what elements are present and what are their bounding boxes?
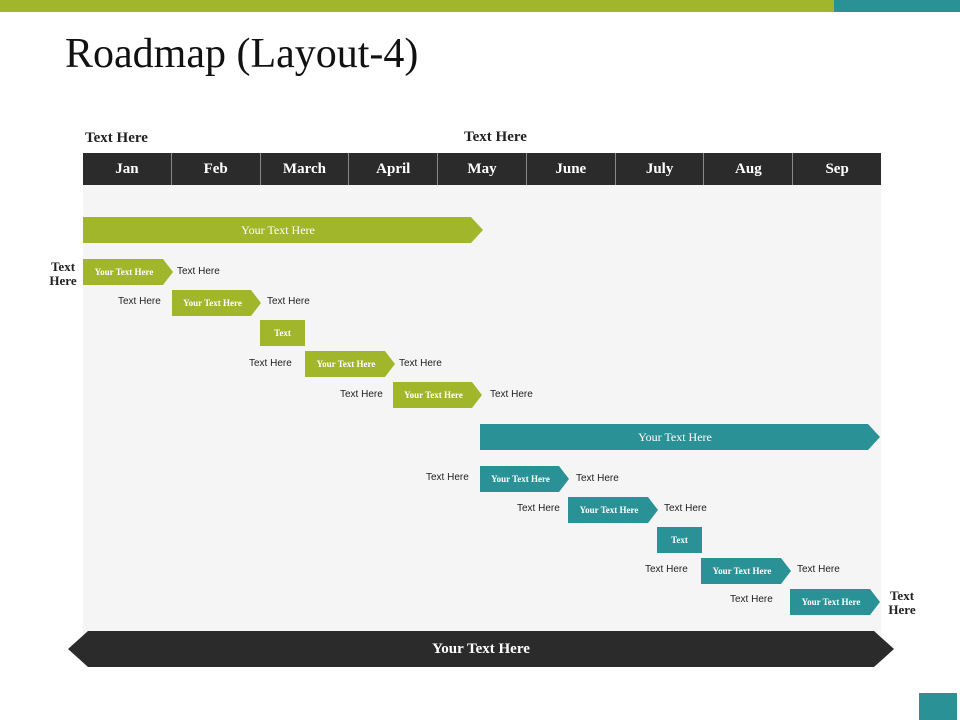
phase1-row1-after: Text Here bbox=[177, 266, 220, 277]
phase2-row3-box: Text bbox=[657, 527, 702, 553]
phase1-row2-after: Text Here bbox=[267, 296, 310, 307]
phase2-row1-after: Text Here bbox=[576, 473, 619, 484]
month-jan: Jan bbox=[115, 160, 139, 177]
top-accent-bar-green bbox=[0, 0, 834, 12]
month-july: July bbox=[614, 153, 704, 185]
phase1-row3-box: Text bbox=[260, 320, 305, 346]
header-label-center: Text Here bbox=[464, 129, 527, 145]
month-header: Jan Feb March April May June July Aug Se… bbox=[83, 153, 881, 185]
phase2-row1-arrow: Your Text Here bbox=[480, 466, 569, 492]
phase2-row2-arrow: Your Text Here bbox=[568, 497, 658, 523]
header-label-left: Text Here bbox=[85, 130, 148, 146]
phase2-row5-arrow: Your Text Here bbox=[790, 589, 880, 615]
month-april: April bbox=[348, 153, 437, 185]
phase2-row4-arrow: Your Text Here bbox=[701, 558, 791, 584]
phase2-row2-before: Text Here bbox=[517, 503, 560, 514]
top-accent-bar-teal bbox=[834, 0, 960, 12]
phase1-row2-arrow: Your Text Here bbox=[172, 290, 261, 316]
month-sep: Sep bbox=[792, 153, 881, 185]
phase2-row4-after: Text Here bbox=[797, 564, 840, 575]
bottom-double-arrow: Your Text Here bbox=[68, 631, 894, 667]
phase1-row5-after: Text Here bbox=[490, 389, 533, 400]
phase2-banner-arrow: Your Text Here bbox=[480, 424, 880, 450]
month-aug: Aug bbox=[703, 153, 792, 185]
phase2-row5-before: Text Here bbox=[730, 594, 773, 605]
month-march: March bbox=[259, 153, 349, 185]
phase1-row2-before: Text Here bbox=[118, 296, 161, 307]
month-may: May bbox=[437, 153, 526, 185]
phase1-side-label: Text Here bbox=[49, 259, 77, 288]
phase2-row4-before: Text Here bbox=[645, 564, 688, 575]
phase2-row2-after: Text Here bbox=[664, 503, 707, 514]
phase1-row4-arrow: Your Text Here bbox=[305, 351, 395, 377]
page-title: Roadmap (Layout-4) bbox=[65, 31, 419, 77]
month-feb: Feb bbox=[170, 153, 260, 185]
phase1-row5-arrow: Your Text Here bbox=[393, 382, 482, 408]
phase2-row1-before: Text Here bbox=[426, 472, 469, 483]
phase1-row4-before: Text Here bbox=[249, 358, 292, 369]
month-june: June bbox=[525, 153, 615, 185]
phase1-row1-arrow: Your Text Here bbox=[83, 259, 173, 285]
phase1-banner-arrow: Your Text Here bbox=[83, 217, 483, 243]
phase1-row4-after: Text Here bbox=[399, 358, 442, 369]
phase1-row5-before: Text Here bbox=[340, 389, 383, 400]
phase2-side-label: Text Here bbox=[888, 588, 916, 617]
corner-accent-square bbox=[919, 693, 957, 720]
